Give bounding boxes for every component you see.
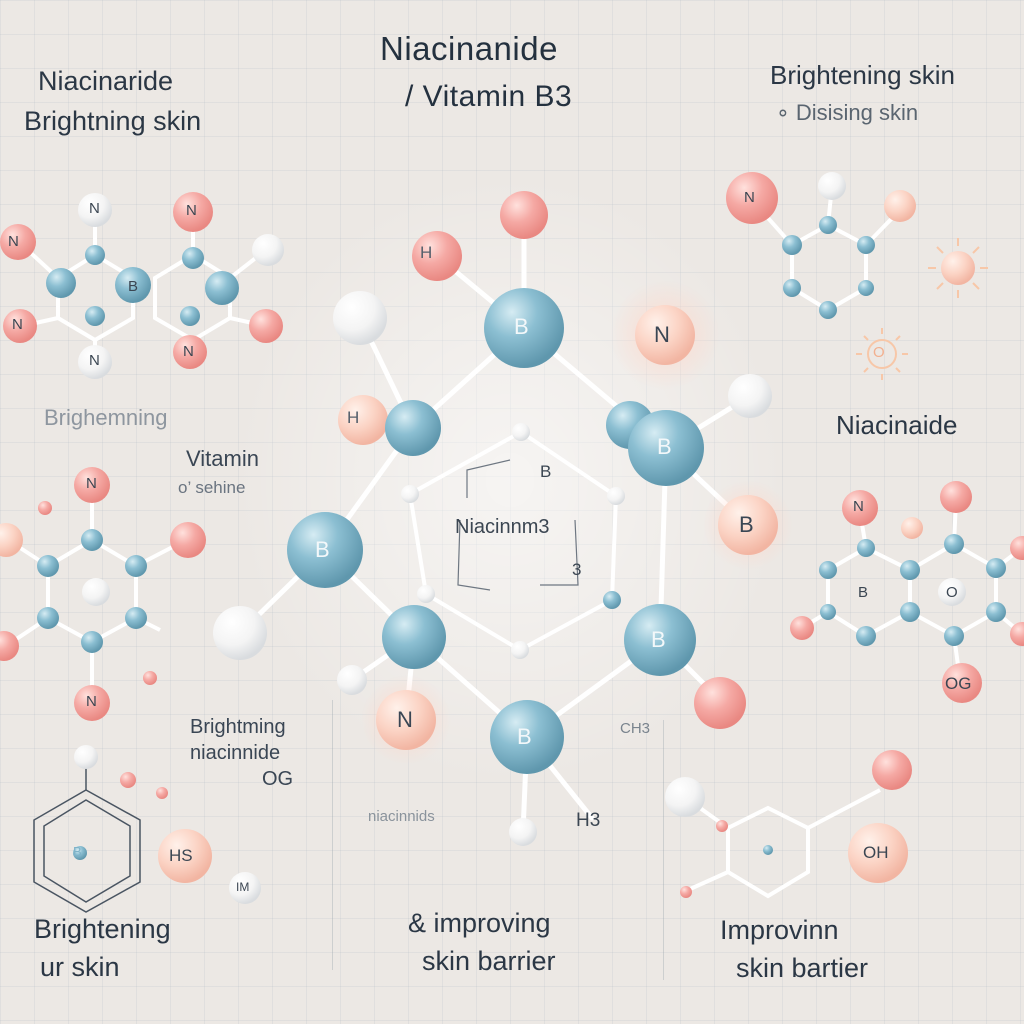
atom-label: B bbox=[73, 844, 82, 859]
atom-label: B bbox=[739, 512, 754, 537]
atom-label: N bbox=[89, 200, 100, 217]
atom-label: O bbox=[946, 584, 958, 601]
sun-icon bbox=[928, 238, 988, 298]
atom-label: B bbox=[858, 584, 869, 601]
sun-icon bbox=[856, 328, 908, 380]
atom-label: B bbox=[128, 278, 139, 295]
bottom-right-subheading: skin bartier bbox=[736, 953, 869, 983]
left-mid-label: Vitamin bbox=[186, 446, 259, 471]
center-ring-label: Niacinnm3 bbox=[455, 516, 550, 538]
atom-label: B bbox=[651, 627, 666, 652]
bottom-left-subheading: ur skin bbox=[40, 952, 120, 982]
atom-label: N bbox=[397, 707, 413, 732]
bottom-left-heading: Brightening bbox=[34, 914, 171, 944]
atom-label: N bbox=[186, 202, 197, 219]
top-left-heading: Niacinaride bbox=[38, 66, 174, 96]
left-mid-atoms bbox=[0, 467, 206, 721]
atom-label: N bbox=[183, 343, 194, 360]
bottom-left-atoms bbox=[73, 745, 261, 904]
top-right-atoms bbox=[726, 172, 916, 319]
central-ring bbox=[407, 429, 619, 653]
atom-label: N bbox=[86, 693, 97, 710]
atom-label: N bbox=[8, 233, 19, 250]
atom-label: B bbox=[315, 537, 330, 562]
atom-label: N bbox=[86, 475, 97, 492]
title-line1: Niacinanide bbox=[380, 30, 558, 67]
atom-label: N bbox=[654, 322, 670, 347]
bottom-center-subheading: skin barrier bbox=[422, 946, 556, 976]
divider-line bbox=[663, 720, 664, 980]
left-mid-label: Brighemning bbox=[44, 405, 168, 430]
top-right-subheading: ∘ Disising skin bbox=[776, 100, 919, 125]
atom-label: IM bbox=[236, 880, 250, 894]
center-ring-tag: B bbox=[540, 462, 552, 481]
atom-label: B bbox=[657, 434, 672, 459]
atom-label: B bbox=[514, 314, 529, 339]
atom-label: H bbox=[347, 408, 360, 427]
atom-label: N bbox=[12, 316, 23, 333]
title-line2: / Vitamin B3 bbox=[405, 80, 573, 113]
divider-line bbox=[332, 700, 333, 970]
left-lower-label: Brightming bbox=[190, 716, 286, 738]
atom-label: N bbox=[744, 189, 755, 206]
top-right-heading: Brightening skin bbox=[770, 60, 955, 90]
bottom-right-heading: Improvinn bbox=[720, 915, 839, 945]
atom-label: H3 bbox=[576, 810, 601, 831]
bottom-center-heading: & improving bbox=[408, 908, 551, 938]
left-mid-label: o’ sehine bbox=[178, 478, 246, 497]
ring-nodes bbox=[401, 423, 625, 659]
left-lower-label: OG bbox=[262, 768, 294, 790]
atom-label: B bbox=[517, 724, 532, 749]
atom-label: O bbox=[873, 344, 885, 361]
right-mid-label: Niacinaide bbox=[836, 410, 958, 440]
atom-label: OG bbox=[945, 674, 972, 693]
atom-label: OH bbox=[863, 843, 889, 862]
central-atoms bbox=[213, 191, 778, 846]
atom-label: N bbox=[853, 498, 864, 515]
top-left-subheading: Brightning skin bbox=[24, 106, 202, 136]
atom-label: H bbox=[420, 243, 433, 262]
atom-label: CH3 bbox=[620, 720, 651, 737]
left-lower-label: niacinnide bbox=[190, 742, 281, 764]
atom-label: N bbox=[89, 352, 100, 369]
center-ring-tag: 3 bbox=[572, 560, 582, 579]
bottom-right-atoms bbox=[665, 750, 912, 898]
top-left-atoms bbox=[0, 192, 284, 379]
center-faint-label: niacinnids bbox=[368, 808, 435, 825]
atom-label: HS bbox=[169, 846, 193, 865]
right-mid-atoms bbox=[790, 481, 1024, 703]
